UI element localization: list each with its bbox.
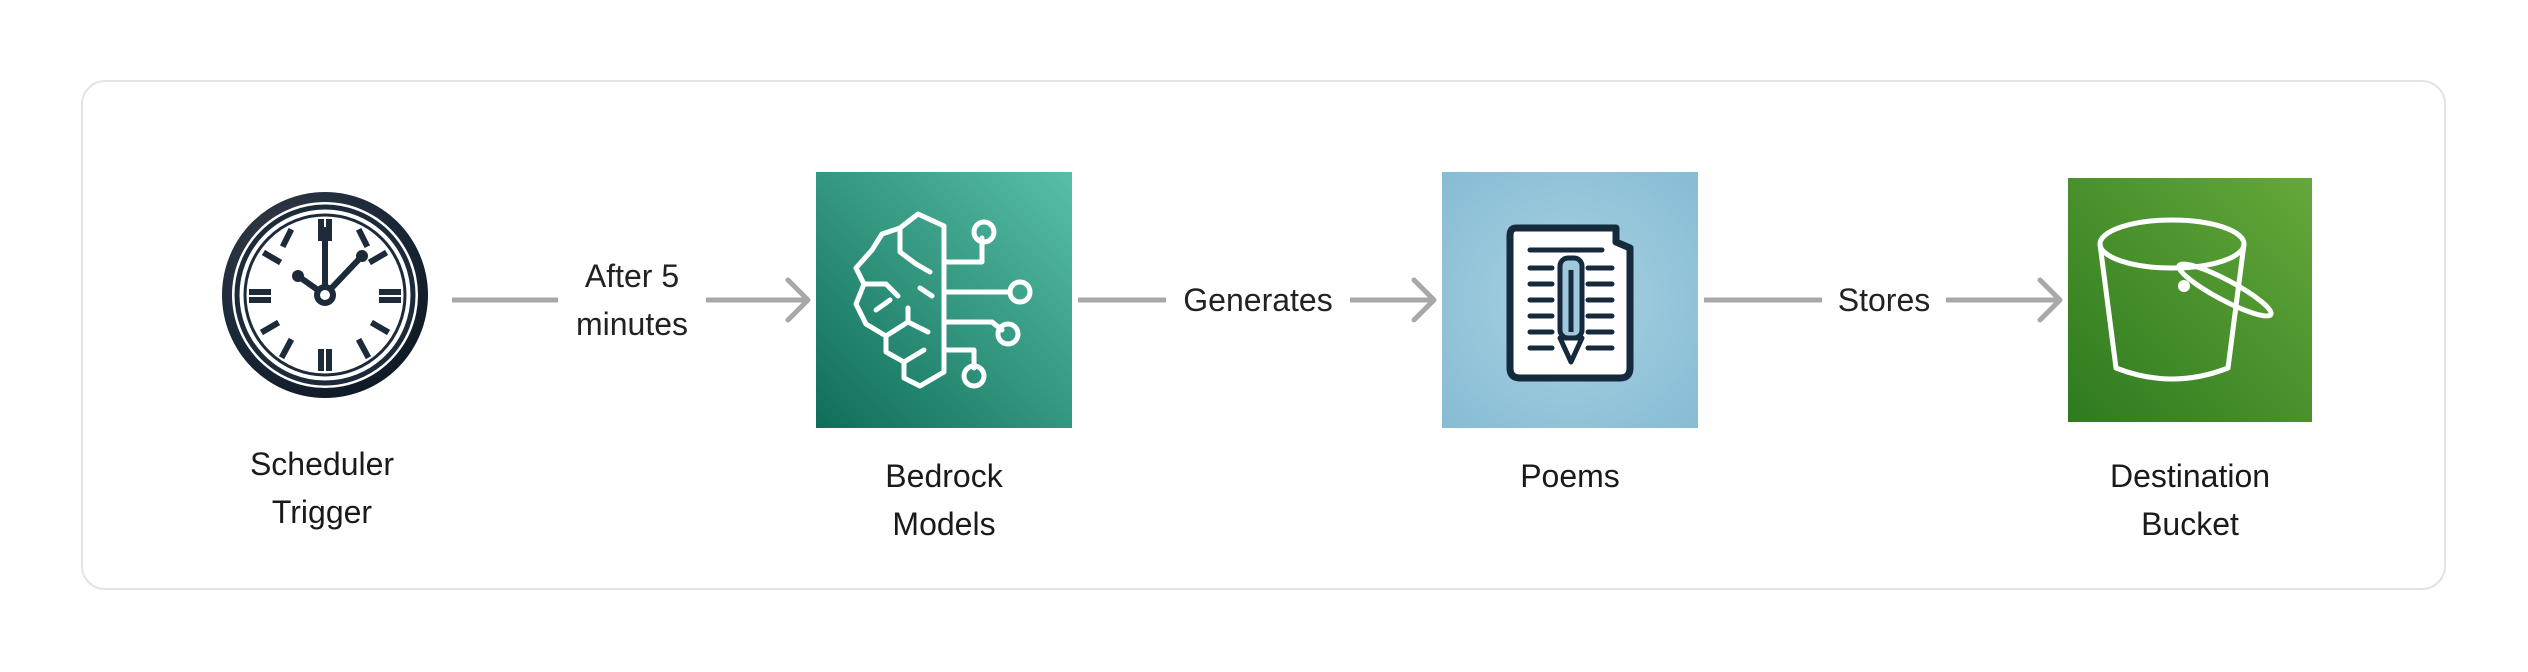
node-label-line: Bucket: [2141, 506, 2239, 542]
edge-label-line: After 5: [584, 258, 680, 294]
node-label-line: Bedrock: [885, 458, 1003, 494]
document-pencil-icon: [1442, 172, 1698, 428]
node-label-bedrock: Bedrock Models: [784, 452, 1104, 548]
arrowhead-icon: [785, 277, 811, 323]
poems-node: [1442, 172, 1698, 428]
scheduler-node: [220, 190, 430, 400]
node-label-line: Destination: [2109, 458, 2271, 494]
node-label-line: Models: [892, 506, 996, 542]
bucket-node: [2068, 178, 2312, 422]
edge-label-line: Stores: [1837, 282, 1931, 318]
arrowhead-icon: [2037, 277, 2063, 323]
node-label-line: Poems: [1520, 458, 1620, 494]
edge-scheduler-bedrock: [452, 277, 811, 323]
bedrock-node: [816, 172, 1072, 428]
diagram-frame: [81, 80, 2446, 590]
node-label-scheduler: Scheduler Trigger: [162, 440, 482, 536]
edge-label-line: minutes: [575, 306, 689, 342]
node-label-line: Trigger: [271, 494, 373, 530]
edge-label-line: Generates: [1183, 282, 1333, 318]
edge-bedrock-poems: [1078, 277, 1437, 323]
node-label-line: Scheduler: [249, 446, 395, 482]
arrowhead-icon: [1411, 277, 1437, 323]
edge-label-generates: Generates: [1166, 276, 1350, 324]
clock-icon: [222, 192, 428, 398]
edge-label-after-5-minutes: After 5 minutes: [560, 252, 704, 348]
brain-circuit-icon: [816, 172, 1072, 428]
node-label-bucket: Destination Bucket: [2030, 452, 2350, 548]
edge-label-stores: Stores: [1822, 276, 1946, 324]
bucket-icon: [2068, 178, 2312, 422]
edge-poems-bucket: [1704, 277, 2063, 323]
node-label-poems: Poems: [1410, 452, 1730, 500]
